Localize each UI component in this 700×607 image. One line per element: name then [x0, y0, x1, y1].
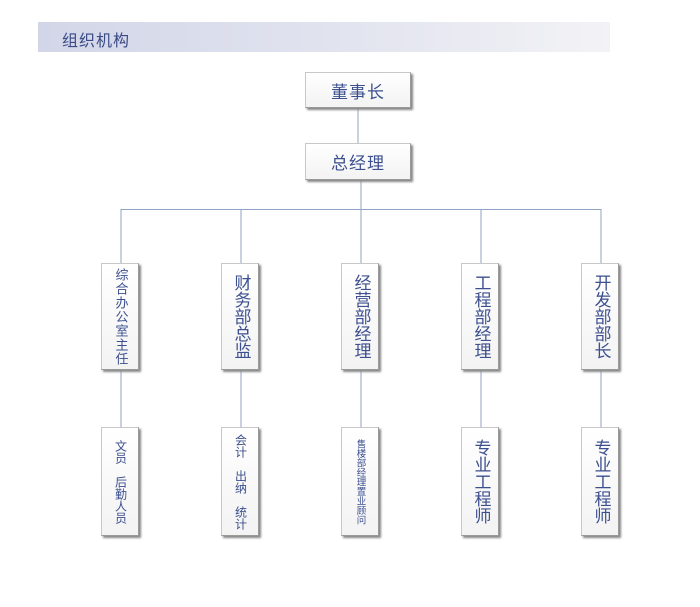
node-dept-engineering: 工程部经理	[461, 263, 499, 370]
node-dept-admin: 综合办公室主任	[101, 263, 139, 370]
node-staff-operations: 售楼部经理置业顾问	[341, 427, 379, 536]
section-title: 组织机构	[62, 31, 131, 50]
node-dept-development: 开发部部长	[581, 263, 619, 370]
node-staff-finance: 会计 出纳 统计	[221, 427, 259, 536]
section-header-bar: 组织机构	[38, 22, 610, 52]
node-dept-operations: 经营部经理	[341, 263, 379, 370]
node-staff-development: 专业工程师	[581, 427, 619, 536]
node-general-manager: 总经理	[305, 143, 411, 180]
node-dept-finance: 财务部总监	[221, 263, 259, 370]
node-staff-admin: 文员 后勤人员	[101, 427, 139, 536]
node-staff-engineering: 专业工程师	[461, 427, 499, 536]
node-chairman: 董事长	[305, 72, 411, 108]
